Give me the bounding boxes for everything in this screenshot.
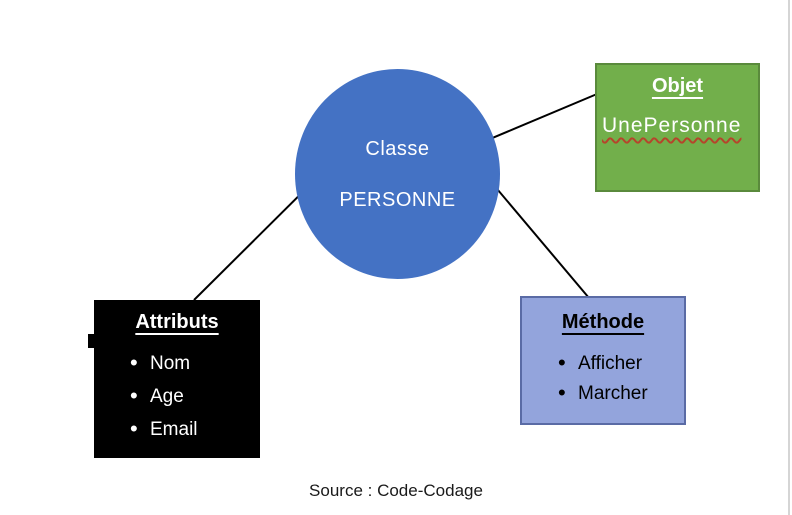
method-box: Méthode Afficher Marcher xyxy=(520,296,686,425)
attribute-item: Nom xyxy=(130,351,260,376)
method-box-title: Méthode xyxy=(561,311,645,333)
method-item: Marcher xyxy=(558,381,684,406)
attribute-item: Age xyxy=(130,384,260,409)
source-caption: Source : Code-Codage xyxy=(309,481,483,500)
black-square-artifact xyxy=(88,334,95,348)
class-circle-label-line2: PERSONNE xyxy=(339,188,456,211)
class-circle: Classe PERSONNE xyxy=(295,69,500,279)
object-instance-name: UnePersonne xyxy=(602,114,742,137)
page-edge-line xyxy=(788,0,790,515)
object-box-title: Objet xyxy=(651,75,704,97)
method-list: Afficher Marcher xyxy=(522,351,684,406)
attributes-list: Nom Age Email xyxy=(94,351,260,442)
object-box: Objet UnePersonne xyxy=(595,63,760,192)
class-circle-label-line1: Classe xyxy=(365,137,430,160)
attributes-box-title: Attributs xyxy=(135,311,219,333)
attribute-item: Email xyxy=(130,417,260,442)
attributes-box: Attributs Nom Age Email xyxy=(94,300,260,458)
method-item: Afficher xyxy=(558,351,684,376)
